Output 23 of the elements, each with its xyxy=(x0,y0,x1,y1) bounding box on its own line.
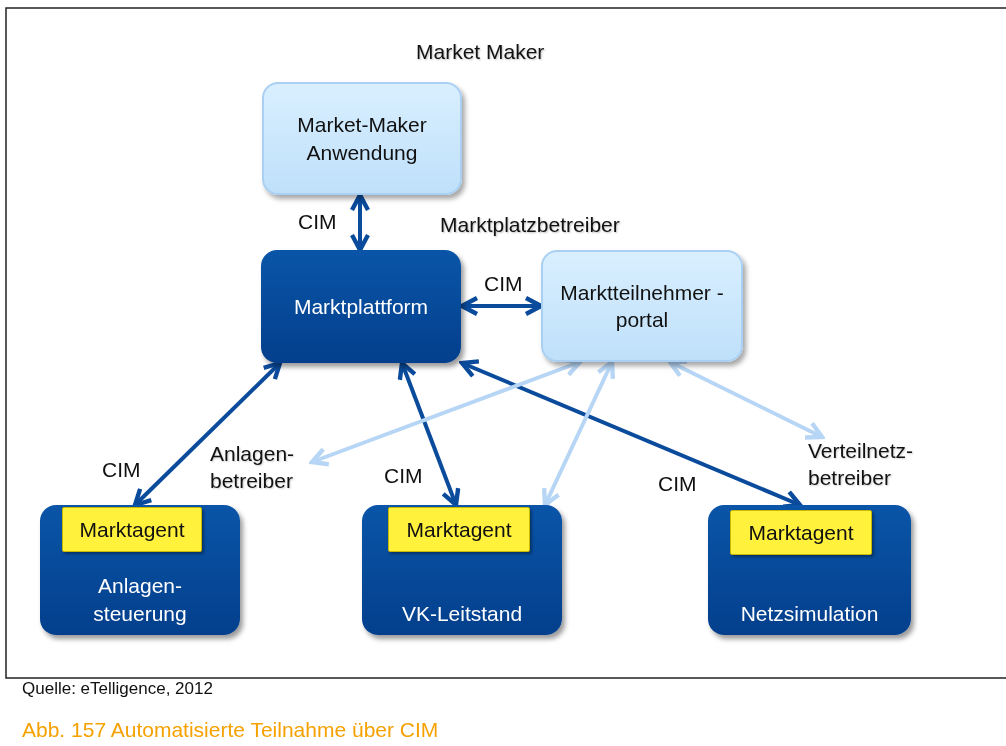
double-arrow xyxy=(132,360,283,508)
system-box: Marktplattform xyxy=(261,250,461,363)
agent-box: Marktagent xyxy=(388,507,530,552)
system-box xyxy=(708,505,911,635)
box-label: Netzsimulation xyxy=(739,600,880,627)
system-box xyxy=(40,505,240,635)
agent-box: Marktagent xyxy=(62,507,202,552)
group-heading: Marktplatzbetreiber xyxy=(440,213,620,237)
double-arrow xyxy=(397,360,461,508)
role-label: Anlagen- betreiber xyxy=(210,440,312,495)
double-arrow xyxy=(667,359,825,440)
agent-box: Marktagent xyxy=(730,510,872,555)
figure-caption: Abb. 157 Automatisierte Teilnahme über CIM xyxy=(22,718,439,742)
double-arrow xyxy=(541,359,616,508)
group-heading: Market Maker xyxy=(416,40,545,64)
source-note: Quelle: eTelligence, 2012 xyxy=(22,679,213,699)
box-label: Anlagen- steuerung xyxy=(92,573,188,627)
process-box: Market-Maker Anwendung xyxy=(262,82,462,195)
double-arrow xyxy=(349,192,371,253)
system-box xyxy=(362,505,562,635)
role-label: Verteilnetz- betreiber xyxy=(808,437,953,492)
process-box: Marktteilnehmer -portal xyxy=(541,250,743,362)
box-label: VK-Leitstand xyxy=(400,600,524,627)
